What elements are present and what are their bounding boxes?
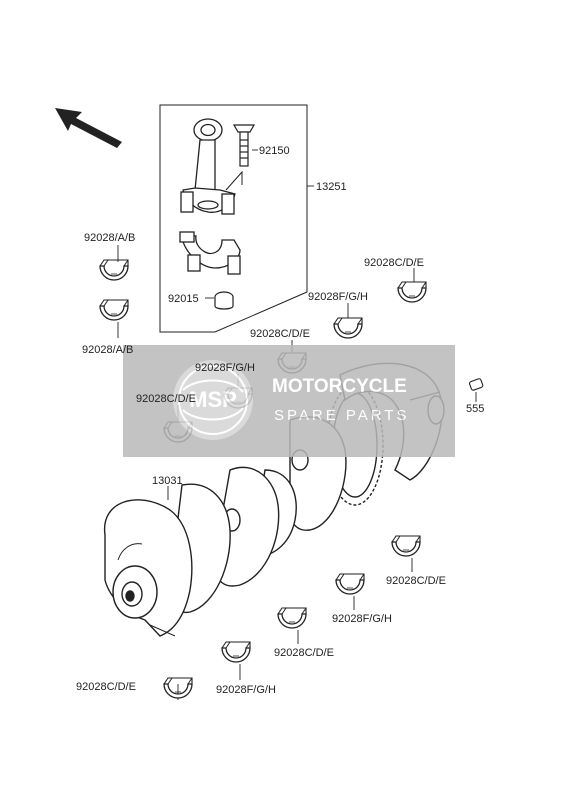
bearing-shell-icon [333, 317, 363, 339]
label-conrod-bolt: 92150 [259, 145, 290, 157]
label-bearing-cde-lower-mid: 92028C/D/E [274, 647, 334, 659]
label-bearing-cde-right-top: 92028C/D/E [364, 257, 424, 269]
bearing-shell-icon [391, 535, 421, 557]
label-conrod-assy: 13251 [316, 181, 347, 193]
label-bearing-cde-upper-mid: 92028C/D/E [250, 328, 310, 340]
label-bearing-fgh-lower-left: 92028F/G/H [216, 684, 276, 696]
front-direction-arrow-icon [55, 108, 122, 148]
bearing-shell-icon [99, 259, 129, 281]
label-bearing-ab-top: 92028/A/B [84, 232, 135, 244]
watermark-title: MOTORCYCLE [272, 376, 407, 397]
conrod-cap-icon [179, 231, 241, 275]
label-bearing-ab-bottom: 92028/A/B [82, 344, 133, 356]
leader-lines [117, 149, 477, 700]
label-bearing-cde-lower-left: 92028C/D/E [76, 681, 136, 693]
label-crankshaft: 13031 [152, 475, 183, 487]
bearing-shell-icon [277, 607, 307, 629]
conrod-bolt-icon [232, 124, 256, 167]
bearing-shell-icon [335, 573, 365, 595]
label-bearing-fgh-upper: 92028F/G/H [308, 291, 368, 303]
label-pin: 555 [466, 403, 484, 415]
bearing-shell-icon [397, 281, 427, 303]
label-bearing-cde-lower-right: 92028C/D/E [386, 575, 446, 587]
label-bearing-cde-left: 92028C/D/E [136, 393, 196, 405]
watermark: MSP MOTORCYCLE SPARE PARTS [123, 345, 455, 457]
bearing-shell-icon [99, 299, 129, 321]
watermark-subtitle: SPARE PARTS [274, 407, 410, 424]
connecting-rod-icon [180, 118, 236, 215]
label-bearing-fgh-mid: 92028F/G/H [195, 362, 255, 374]
label-conrod-nut: 92015 [168, 293, 199, 305]
label-bearing-fgh-lower-right: 92028F/G/H [332, 613, 392, 625]
watermark-logo: MSP [189, 387, 237, 412]
pin-icon [469, 378, 484, 391]
conrod-assembly-box [159, 104, 308, 333]
conrod-nut-icon [214, 291, 234, 310]
bearing-shell-icon [221, 641, 251, 663]
